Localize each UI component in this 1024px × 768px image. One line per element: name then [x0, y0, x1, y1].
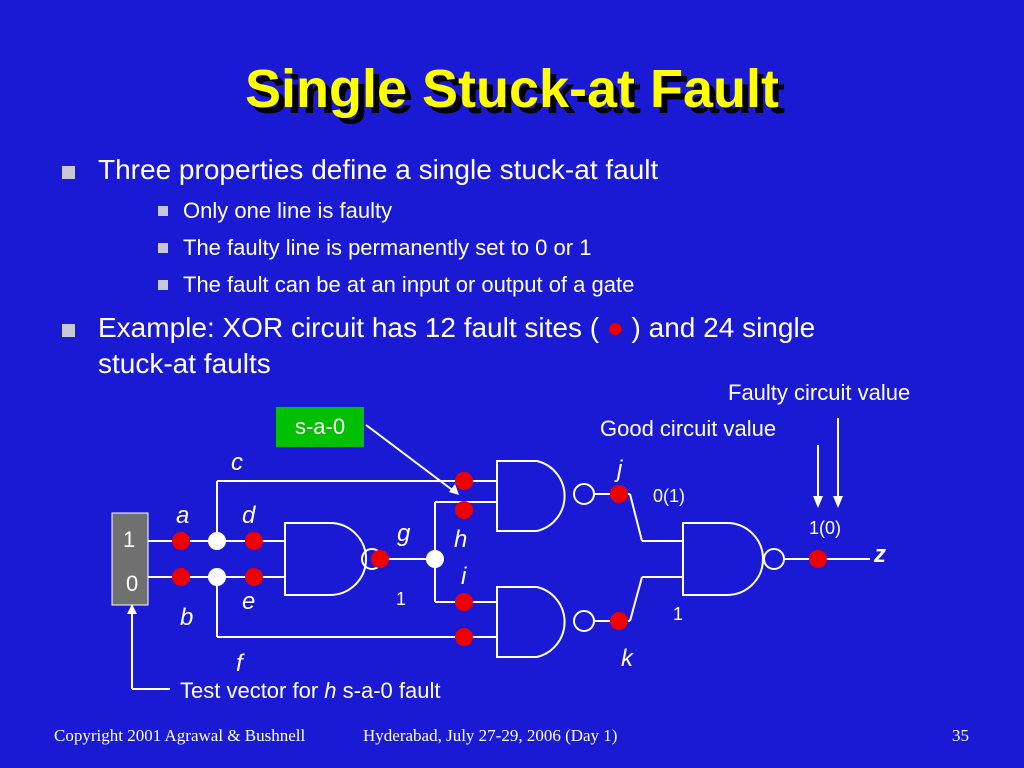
signal-label-a: a: [176, 502, 190, 529]
fault-site-h: [455, 501, 473, 519]
sub-bullet-2: The faulty line is permanently set to 0 …: [183, 235, 592, 260]
signal-label-e: e: [242, 588, 256, 615]
sub-bullet-1: Only one line is faulty: [183, 198, 393, 223]
fault-site-dot: ●: [606, 312, 624, 343]
input-value-b: 0: [126, 571, 139, 596]
fault-site-i: [455, 593, 473, 611]
fault-sites: [172, 472, 827, 646]
fault-site-c: [455, 472, 473, 490]
footer-copyright: Copyright 2001 Agrawal & Bushnell: [54, 726, 306, 745]
signal-label-c: c: [231, 449, 243, 476]
bullet-marker: [62, 166, 75, 179]
sub-bullet-marker: [158, 243, 168, 253]
signal-label-j: j: [617, 456, 623, 483]
sub-bullet-marker: [158, 206, 168, 216]
signal-label-k: k: [621, 645, 633, 672]
signal-label-b: b: [180, 604, 194, 631]
fault-site-z: [809, 550, 827, 568]
footer-event: Hyderabad, July 27-29, 2006 (Day 1): [363, 726, 618, 745]
bullet-marker: [62, 324, 75, 337]
bullet-2-cont: stuck-at faults: [98, 348, 271, 379]
slide-title: Single Stuck-at Fault: [244, 59, 780, 119]
signal-label-f: f: [236, 650, 243, 677]
value-j: 0(1): [653, 486, 686, 506]
fault-site-a: [172, 532, 190, 550]
fault-site-g: [371, 550, 389, 568]
signal-label-g: g: [397, 520, 411, 547]
sub-bullet-marker: [158, 280, 168, 290]
page-number: 35: [952, 726, 969, 745]
fault-site-e: [245, 568, 263, 586]
signal-label-z: z: [874, 541, 886, 568]
faulty-value-label: Faulty circuit value: [728, 380, 911, 405]
bullet-1: Three properties define a single stuck-a…: [98, 154, 659, 185]
bullet-2: Example: XOR circuit has 12 fault sites …: [98, 312, 816, 343]
value-g: 1: [396, 589, 407, 609]
test-vector-caption: Test vector for h s-a-0 fault: [180, 678, 441, 703]
fault-site-j: [610, 485, 628, 503]
value-z: 1(0): [809, 518, 842, 538]
fault-site-d: [245, 532, 263, 550]
fault-site-f: [455, 628, 473, 646]
signal-label-h: h: [454, 526, 468, 553]
fault-site-b: [172, 568, 190, 586]
value-k: 1: [673, 604, 684, 624]
sub-bullet-3: The fault can be at an input or output o…: [183, 272, 635, 297]
good-value-label: Good circuit value: [600, 416, 777, 441]
fault-label-box: s-a-0: [276, 407, 364, 447]
input-value-a: 1: [123, 527, 136, 552]
fault-site-k: [610, 612, 628, 630]
signal-label-i: i: [461, 563, 467, 590]
signal-label-d: d: [242, 502, 256, 529]
